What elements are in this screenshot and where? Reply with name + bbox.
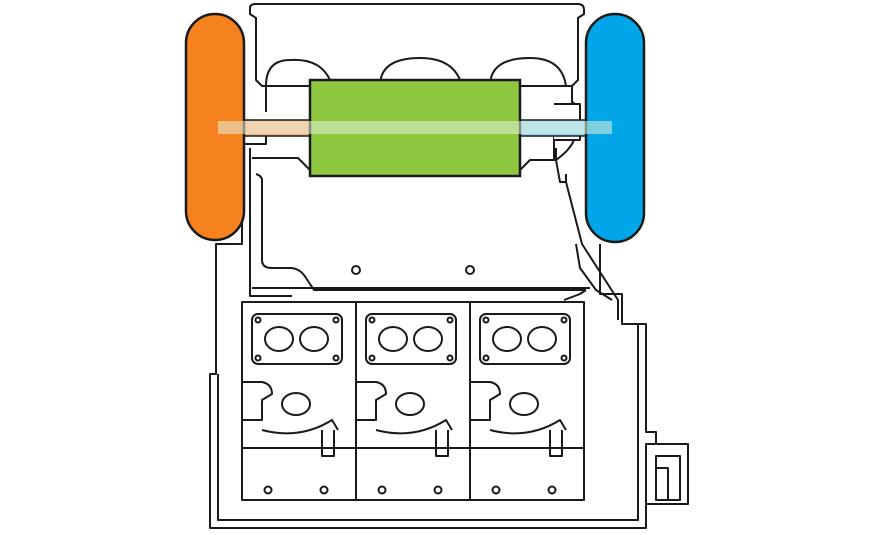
cylinder-head-2	[355, 301, 471, 501]
bolt-hole	[465, 265, 475, 275]
cylinder-head-3	[469, 301, 585, 501]
shaft-highlight	[218, 121, 612, 134]
intake-manifold	[249, 3, 585, 112]
cylinder-head-1	[241, 301, 357, 501]
colored-components	[184, 12, 646, 244]
bolt-hole	[351, 265, 361, 275]
